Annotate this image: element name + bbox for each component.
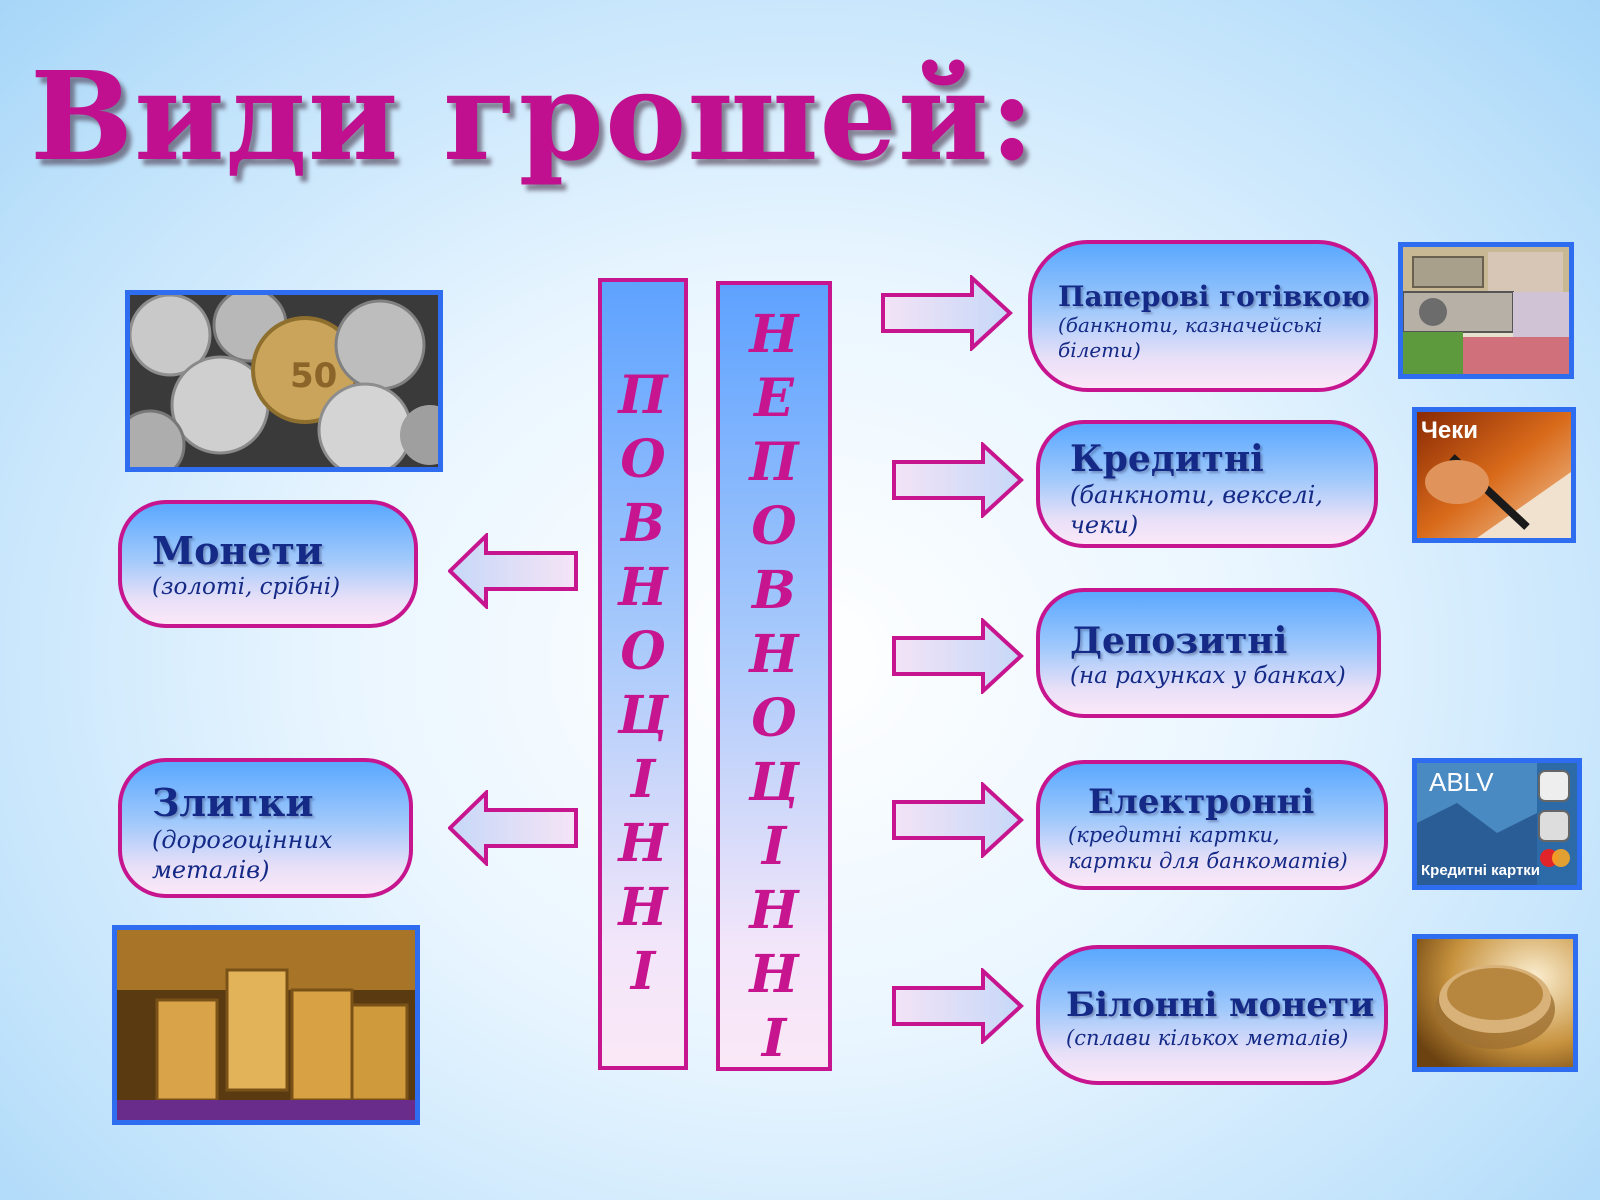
credit-cards-photo: ABLV Кредитні картки [1412,758,1582,890]
column-letter: О [620,429,666,490]
billon-coins-heading: Білонні монети [1066,985,1375,1025]
electronic-money-subtitle: (кредитні картки, картки для банкоматів) [1068,823,1348,874]
arrow-right-icon [891,618,1025,694]
column-letter: О [620,621,666,682]
column-letter: О [751,688,797,749]
arrow-right-icon [891,968,1025,1044]
bullion-subtitle: (дорогоцінних металів) [152,826,333,884]
column-letter: П [749,432,799,493]
cards-text: Кредитні картки [1421,862,1540,879]
column-letter: О [751,496,797,557]
paper-money-subtitle: (банкноти, казначейські білети) [1058,313,1323,362]
page-title: Види грошей: [30,44,1036,188]
column-letter: Н [618,557,668,618]
paper-money-heading: Паперові готівкою [1058,280,1370,313]
column-letter: Н [618,813,668,874]
arrow-right-icon [891,782,1025,858]
bullion-box: Злитки (дорогоцінних металів) [118,758,413,898]
column-letter: Ц [617,685,669,746]
deposit-money-subtitle: (на рахунках у банках) [1070,663,1346,689]
column-letter: І [630,941,656,1002]
column-letter: І [630,749,656,810]
coin-stack-photo [1412,934,1578,1072]
deposit-money-heading: Депозитні [1070,620,1288,662]
column-letter: В [621,493,665,554]
column-letter: Н [749,880,799,941]
column-letter: В [752,560,796,621]
coins-subtitle: (золоті, срібні) [152,574,341,600]
svg-text:50: 50 [290,356,337,396]
column-letter: Н [618,877,668,938]
checks-photo: Чеки [1412,407,1576,543]
column-letter: І [761,816,787,877]
credit-money-heading: Кредитні [1070,438,1264,480]
column-letter: П [618,365,668,426]
gold-bars-photo [112,925,420,1125]
deposit-money-box: Депозитні (на рахунках у банках) [1036,588,1381,718]
column-letter: І [761,1008,787,1069]
arrow-right-icon [891,442,1025,518]
column-letter: Н [749,624,799,685]
column-letter: Е [754,368,794,429]
electronic-money-box: Електронні (кредитні картки, картки для … [1036,760,1388,890]
paper-money-box: Паперові готівкою (банкноти, казначейськ… [1028,240,1378,392]
arrow-left-icon [448,790,580,866]
bullion-heading: Злитки [152,780,314,825]
checks-label: Чеки [1421,417,1478,444]
coins-photo: 50 [125,290,443,472]
coins-box: Монети (золоті, срібні) [118,500,418,628]
column-letter: Н [749,304,799,365]
column-letter: Н [749,944,799,1005]
arrow-left-icon [448,533,580,609]
credit-money-subtitle: (банкноти, векселі, чеки) [1070,481,1323,539]
arrow-right-icon [880,275,1014,351]
banknotes-photo [1398,242,1574,379]
cards-brand: ABLV [1429,767,1494,797]
electronic-money-heading: Електронні [1088,782,1315,822]
coins-heading: Монети [152,528,324,573]
column-letter: Ц [748,752,800,813]
credit-money-box: Кредитні (банкноти, векселі, чеки) [1036,420,1378,548]
billon-coins-subtitle: (сплави кількох металів) [1066,1026,1349,1050]
billon-coins-box: Білонні монети (сплави кількох металів) [1036,945,1388,1085]
